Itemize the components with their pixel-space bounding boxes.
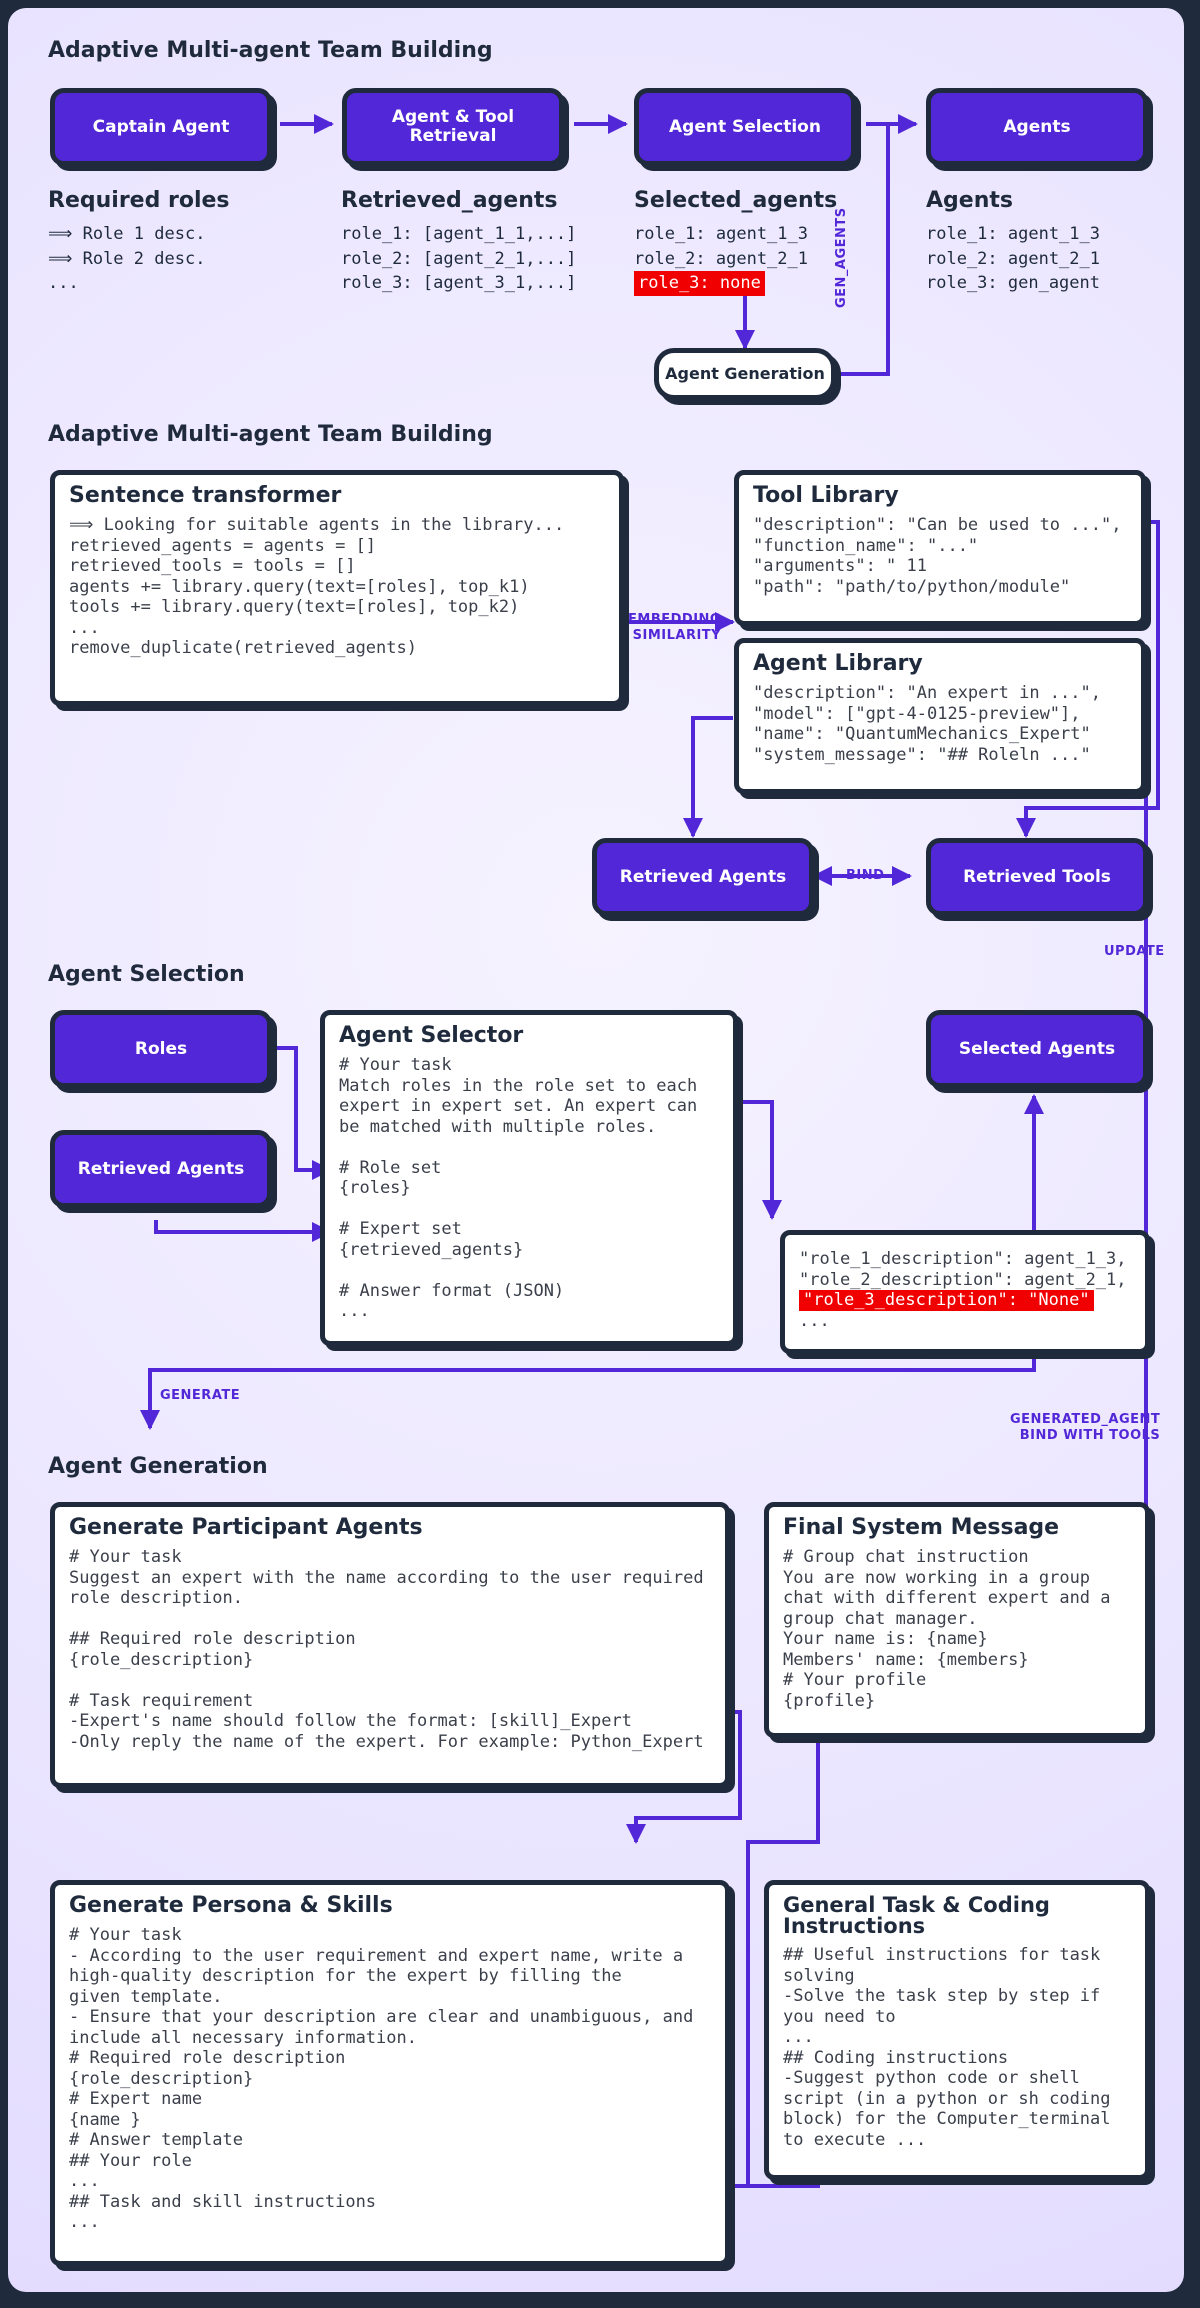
agents-title: Agents	[926, 188, 1013, 213]
coding-instructions-box: General Task & Coding Instructions ## Us…	[764, 1880, 1150, 2180]
retrieved-tools-node: Retrieved Tools	[926, 838, 1148, 916]
selection-node: Agent Selection	[634, 88, 856, 166]
captain-agent-node: Captain Agent	[50, 88, 272, 166]
generated-agent-label: GENERATED_AGENT BIND WITH TOOLS	[1010, 1412, 1161, 1443]
generate-label: GENERATE	[160, 1388, 241, 1403]
final-system-message-title: Final System Message	[783, 1515, 1060, 1540]
sel-retrieved-agents-node: Retrieved Agents	[50, 1130, 272, 1208]
retrieved-agents-node: Retrieved Agents	[592, 838, 814, 916]
persona-skills-box: Generate Persona & Skills # Your task - …	[50, 1880, 730, 2266]
agents-list: role_1: agent_1_3 role_2: agent_2_1 role…	[926, 224, 1100, 293]
edge-agentlib-retrieved	[683, 716, 733, 838]
agent-generation-node: Agent Generation	[654, 348, 836, 400]
selected-agents-list: role_1: agent_1_3 role_2: agent_2_1 role…	[634, 222, 808, 296]
tool-library-title: Tool Library	[753, 483, 899, 508]
participant-agents-title: Generate Participant Agents	[69, 1515, 423, 1540]
agent-selector-box: Agent Selector # Your task Match roles i…	[320, 1010, 738, 1346]
coding-instructions-title: General Task & Coding Instructions	[783, 1893, 1050, 1938]
persona-skills-title: Generate Persona & Skills	[69, 1893, 393, 1918]
selected-agents-node: Selected Agents	[926, 1010, 1148, 1088]
gen-agents-label: GEN_AGENTS	[834, 207, 849, 308]
bind-label: BIND	[846, 868, 885, 883]
role3-none-highlight: "role_3_description": "None"	[799, 1290, 1094, 1311]
agent-library-title: Agent Library	[753, 651, 923, 676]
update-label: UPDATE	[1104, 944, 1165, 959]
retrieval-node: Agent & Tool Retrieval	[342, 88, 564, 166]
sentence-transformer-title: Sentence transformer	[69, 483, 342, 508]
agent-selector-title: Agent Selector	[339, 1023, 524, 1048]
selection-result-box: "role_1_description": agent_1_3, "role_2…	[780, 1230, 1150, 1354]
section3-title: Agent Selection	[48, 962, 245, 987]
final-system-message-box: Final System Message # Group chat instru…	[764, 1502, 1150, 1738]
section1-title: Adaptive Multi-agent Team Building	[48, 38, 493, 63]
edge-retrieved-selector	[154, 1220, 332, 1242]
edge-roles-selector	[272, 1046, 332, 1180]
sentence-transformer-box: Sentence transformer ⟹ Looking for suita…	[50, 470, 624, 706]
roles-node: Roles	[50, 1010, 272, 1088]
section2-title: Adaptive Multi-agent Team Building	[48, 422, 493, 447]
role3-none-badge: role_3: none	[634, 271, 765, 296]
selected-agents-title: Selected_agents	[634, 188, 838, 213]
agent-library-box: Agent Library "description": "An expert …	[734, 638, 1146, 794]
retrieved-agents-list: role_1: [agent_1_1,...] role_2: [agent_2…	[341, 224, 577, 293]
embedding-similarity-label: EMBEDDING SIMILARITY	[628, 612, 722, 643]
required-roles-list: ⟹ Role 1 desc. ⟹ Role 2 desc. ...	[48, 224, 206, 293]
diagram-canvas: Adaptive Multi-agent Team Building Capta…	[8, 8, 1184, 2292]
edge-toollib-retrievedtools	[1016, 520, 1160, 838]
participant-agents-box: Generate Participant Agents # Your task …	[50, 1502, 730, 1788]
edge-gen-agents	[838, 124, 890, 376]
retrieved-agents-title: Retrieved_agents	[341, 188, 558, 213]
required-roles-title: Required roles	[48, 188, 230, 213]
tool-library-box: Tool Library "description": "Can be used…	[734, 470, 1146, 626]
section4-title: Agent Generation	[48, 1454, 268, 1479]
agents-node: Agents	[926, 88, 1148, 166]
edge-selector-result	[738, 1100, 782, 1220]
